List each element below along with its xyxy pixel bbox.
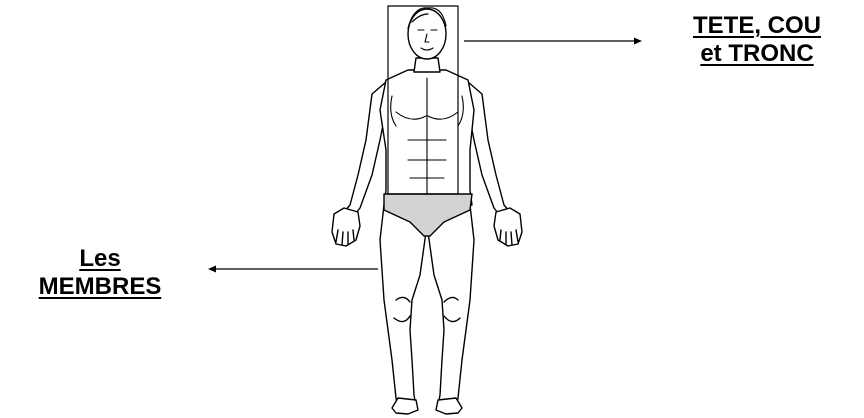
limbs-label: Les MEMBRES [0, 245, 200, 301]
limbs-label-line2: MEMBRES [0, 273, 200, 301]
right-foot [436, 398, 462, 414]
trunk-label-line1: TETE, COU [650, 12, 864, 40]
arrow-to-trunk-label [464, 38, 642, 45]
arrow-to-limbs-label [208, 266, 378, 273]
right-leg [428, 205, 474, 410]
left-foot [392, 398, 418, 414]
limbs-label-line1: Les [0, 245, 200, 273]
right-arm [468, 82, 510, 218]
neck [414, 58, 440, 72]
left-arm [344, 82, 386, 218]
trunk-label-line2: et TRONC [650, 40, 864, 68]
left-leg [380, 205, 426, 410]
trunk-label: TETE, COU et TRONC [650, 12, 864, 68]
